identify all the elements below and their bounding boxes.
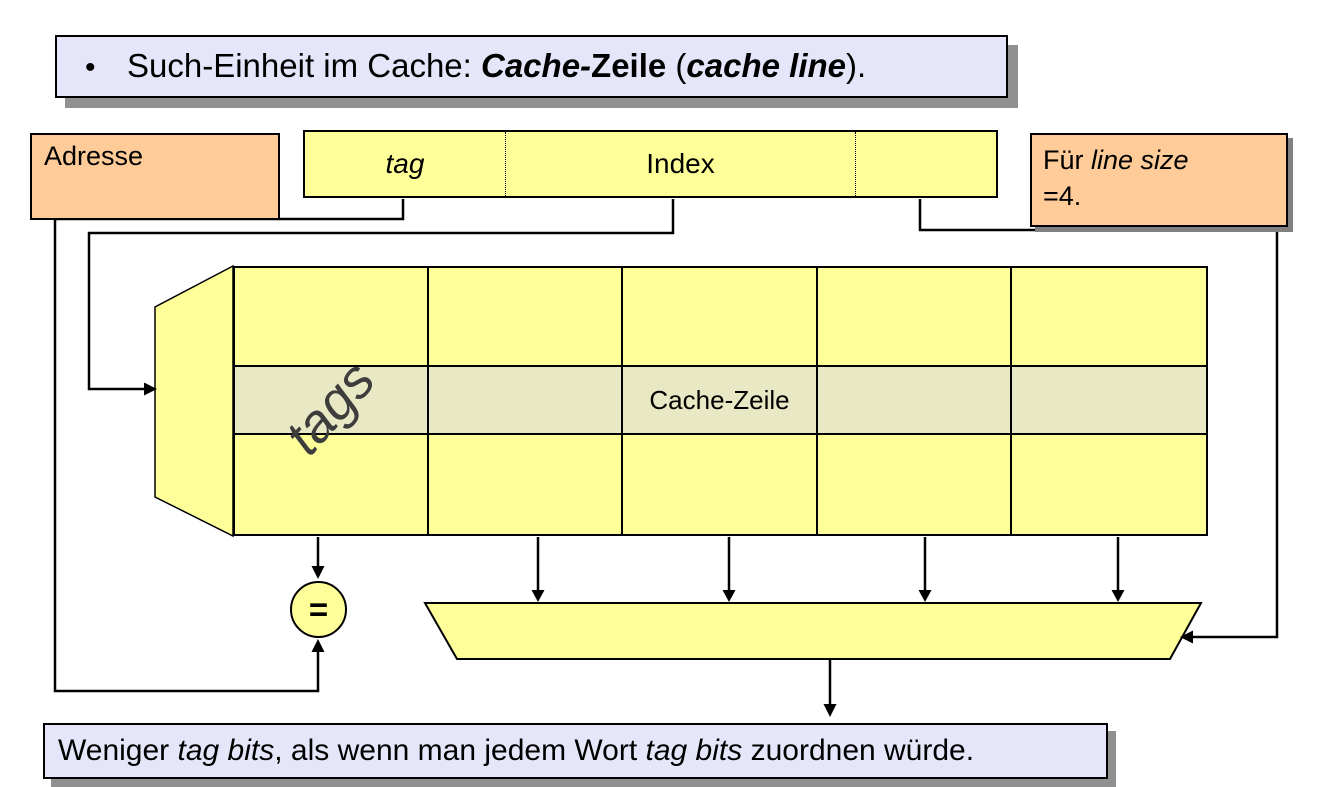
bullet-glyph: • <box>85 51 96 84</box>
row-decoder-shape <box>154 264 234 538</box>
bottom-banner: Weniger tag bits, als wenn man jedem Wor… <box>43 723 1108 779</box>
cache-cell <box>623 268 818 367</box>
cache-cell <box>429 268 624 367</box>
cache-cell <box>818 435 1012 534</box>
cache-cell <box>623 435 818 534</box>
word-arrowhead-2 <box>722 590 736 602</box>
title-banner: • Such-Einheit im Cache: Cache-Zeile (cac… <box>55 35 1008 98</box>
index-label: Index <box>646 148 715 179</box>
cache-cell <box>429 435 624 534</box>
cache-table: Cache-Zeile <box>233 266 1208 536</box>
word-arrowhead-3 <box>918 590 932 602</box>
index-wire-arrowhead <box>144 382 157 396</box>
cache-cell <box>235 435 430 534</box>
cache-line-row-cell <box>235 367 430 435</box>
offset-wire-arrowhead <box>1180 630 1193 644</box>
tag-wire-arrowhead <box>311 639 325 652</box>
cache-line-row-cell <box>429 367 624 435</box>
line-size-note-box: Für line size =4. <box>1030 133 1288 227</box>
mux-output-arrowhead <box>823 704 837 717</box>
address-field-tag: tag <box>305 132 505 196</box>
cache-line-row-cell <box>817 367 1012 435</box>
address-field: tag Index <box>303 130 998 198</box>
cache-line-row-cell <box>1011 367 1206 435</box>
adresse-box: Adresse <box>30 133 280 220</box>
title-text: Such-Einheit im Cache: Cache-Zeile (cach… <box>127 47 867 84</box>
line-size-note-line1: Für line size <box>1043 145 1189 175</box>
comparator-label: = <box>308 590 329 628</box>
offset-wire <box>918 199 1279 639</box>
cache-cell <box>817 268 1012 367</box>
tag-label: tag <box>385 148 425 179</box>
adresse-label: Adresse <box>44 141 144 171</box>
comparator-circle: = <box>290 581 347 638</box>
cache-cell <box>1012 435 1206 534</box>
cache-cell <box>1011 268 1206 367</box>
address-field-offset <box>855 132 996 196</box>
address-field-index: Index <box>505 132 855 196</box>
cache-cell <box>235 268 430 367</box>
line-size-note-line2: =4. <box>1043 181 1082 211</box>
multiplexer-shape <box>423 602 1203 660</box>
word-arrowhead-4 <box>1111 590 1125 602</box>
tag-column-arrowhead <box>311 566 325 579</box>
cache-line-label: Cache-Zeile <box>649 384 790 415</box>
tag-wire <box>53 199 405 693</box>
index-wire <box>87 199 675 391</box>
word-arrowhead-1 <box>531 590 545 602</box>
bottom-text: Weniger tag bits, als wenn man jedem Wor… <box>58 734 975 767</box>
cache-line-row-cell: Cache-Zeile <box>623 367 818 435</box>
